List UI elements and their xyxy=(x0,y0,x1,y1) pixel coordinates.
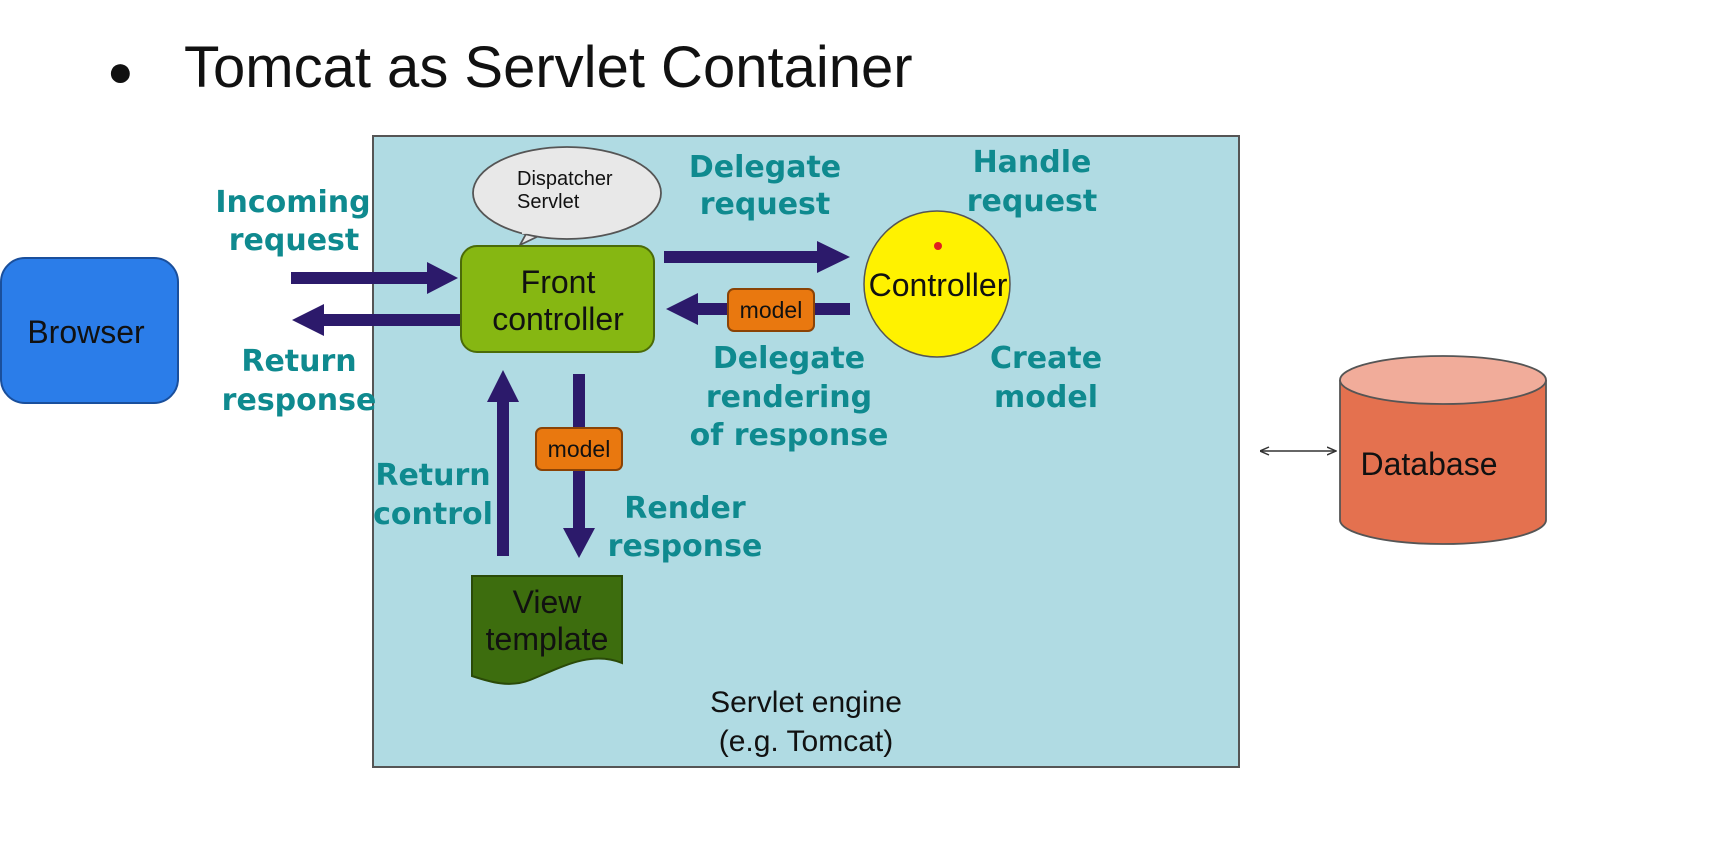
delegate-rendering-label-line2: rendering xyxy=(706,380,872,415)
delegate-rendering-label-line1: Delegate xyxy=(713,341,865,376)
page-title: Tomcat as Servlet Container xyxy=(184,35,913,100)
title-bullet: ● xyxy=(107,47,134,96)
incoming-request-label-line2: request xyxy=(229,223,360,258)
return-control-label-line1: Return xyxy=(375,458,490,493)
delegate-request-arrow xyxy=(664,241,850,273)
model-badge-down-label: model xyxy=(548,436,611,462)
front-controller-label-line1: Front xyxy=(521,264,596,300)
view-template-node xyxy=(471,575,623,685)
dispatcher-servlet-bubble xyxy=(472,146,662,248)
return-response-label-line1: Return xyxy=(241,344,356,379)
create-model-label-line2: model xyxy=(994,380,1098,415)
database-node xyxy=(1339,355,1547,545)
create-model-label-line1: Create xyxy=(990,341,1102,376)
browser-node xyxy=(0,257,179,404)
servlet-engine-label-line2: (e.g. Tomcat) xyxy=(719,725,894,758)
return-response-label-line2: response xyxy=(222,383,377,418)
dispatcher-label-line2: Servlet xyxy=(517,191,580,213)
dispatcher-label-line1: Dispatcher xyxy=(517,168,613,190)
model-badge-right xyxy=(727,288,815,332)
view-template-label-line2: template xyxy=(486,621,609,657)
handle-request-label-line1: Handle xyxy=(973,145,1092,180)
return-response-arrow xyxy=(292,304,460,336)
pointer-dot xyxy=(934,242,942,250)
return-control-label-line2: control xyxy=(373,497,493,532)
delegate-rendering-label-line3: of response xyxy=(690,418,889,453)
front-controller-node xyxy=(460,245,655,353)
handle-request-label-line2: request xyxy=(967,184,1098,219)
return-control-arrow xyxy=(487,370,519,556)
render-response-label-line1: Render xyxy=(624,491,746,526)
model-badge-down xyxy=(535,427,623,471)
delegate-request-label-line2: request xyxy=(700,187,831,222)
browser-label: Browser xyxy=(27,314,145,350)
controller-node xyxy=(863,210,1011,358)
incoming-request-arrow xyxy=(291,262,458,294)
model-badge-right-label: model xyxy=(740,297,803,323)
render-response-label-line2: response xyxy=(608,529,763,564)
servlet-engine-label-line1: Servlet engine xyxy=(710,686,902,719)
database-label: Database xyxy=(1361,446,1498,482)
delegate-request-label-line1: Delegate xyxy=(689,150,841,185)
incoming-request-label-line1: Incoming xyxy=(215,185,370,220)
front-controller-label-line2: controller xyxy=(492,301,624,337)
controller-label: Controller xyxy=(869,267,1008,303)
view-template-label-line1: View xyxy=(513,584,583,620)
